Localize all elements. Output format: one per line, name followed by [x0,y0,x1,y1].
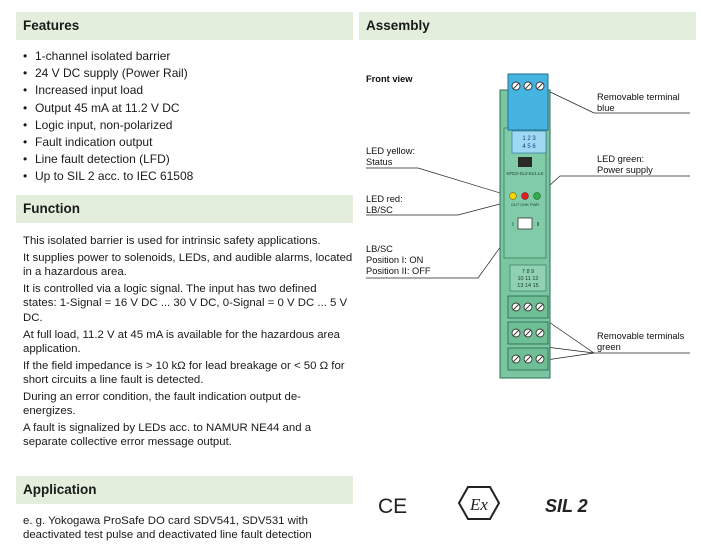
feature-item: Fault indication output [23,134,193,151]
terminal-numbers-bottom: 7 8 9 [522,269,534,275]
feature-item: Up to SIL 2 acc. to IEC 61508 [23,168,193,185]
lbsc-switch-label: LB/SC [366,244,393,254]
leader-line [545,346,595,354]
terminal-numbers-bottom: 10 11 12 [517,276,538,282]
function-heading: Function [16,195,353,223]
lbsc-switch-label: Position II: OFF [366,266,431,276]
model-label: KFD2-SL2-Ex1.LK [506,171,543,176]
assembly-heading: Assembly [359,12,696,40]
application-body: e. g. Yokogawa ProSafe DO card SDV541, S… [23,515,312,542]
function-paragraph: This isolated barrier is used for intrin… [23,235,321,247]
terminal-numbers-bottom: 13 14 15 [517,283,538,289]
function-paragraph: During an error condition, the fault ind… [23,390,301,418]
led-yellow-label: LED yellow: [366,146,416,156]
application-heading: Application [16,476,353,504]
led-green-label: LED green: [597,154,645,164]
features-list: 1-channel isolated barrier 24 V DC suppl… [23,48,193,186]
leader-line [366,198,520,216]
led-red-label: LED red: [366,194,403,204]
front-view-label: Front view [366,74,413,84]
terminal-number-plate-green [509,264,547,292]
led-red-label: LB/SC [366,205,393,215]
terminal-blue-label: Removable terminal [597,92,680,102]
leader-line [366,167,511,197]
led-yellow [509,192,517,200]
function-paragraph: A fault is signalized by LEDs acc. to NA… [23,422,312,449]
leader-line [543,88,690,114]
ex-mark: Ex [469,495,488,514]
function-body: This isolated barrier is used for intrin… [23,234,353,452]
terminal-block-green-rows [507,295,549,371]
ce-mark: CE [378,495,407,518]
lbsc-switch [517,217,533,230]
lbsc-switch-label: Position I: ON [366,255,424,265]
function-paragraph: If the field impedance is > 10 kΩ for le… [23,359,345,387]
switch-mark: I [512,222,513,228]
led-yellow-label: Status [366,157,393,167]
terminal-number-plate-blue [511,130,547,154]
function-paragraph: It is controlled via a logic signal. The… [23,283,348,324]
sil-mark: SIL 2 [545,496,588,516]
feature-item: Line fault detection (LFD) [23,151,193,168]
terminals-green-label: green [597,342,621,352]
function-paragraph: At full load, 11.2 V at 45 mA is availab… [23,328,341,355]
switch-mark: II [537,222,540,228]
feature-item: Output 45 mA at 11.2 V DC [23,100,193,117]
feature-item: Increased input load [23,82,193,99]
feature-item: 24 V DC supply (Power Rail) [23,65,193,82]
led-labels: OUT CHK PWR [511,202,539,207]
led-green-label: Power supply [597,165,653,175]
terminal-blue-label: blue [597,103,615,113]
features-heading: Features [16,12,353,40]
terminals-green-label: Removable terminals [597,331,685,341]
manufacturer-logo [518,157,532,167]
ex-hexagon-icon [457,486,501,520]
function-paragraph: It supplies power to solenoids, LEDs, an… [23,251,353,279]
terminal-numbers-top: 4 5 6 [522,144,536,150]
feature-item: 1-channel isolated barrier [23,48,193,65]
led-red [521,192,529,200]
feature-item: Logic input, non-polarized [23,117,193,134]
terminal-numbers-top: 1 2 3 [522,136,536,142]
leader-line [545,352,595,361]
led-green [533,192,541,200]
